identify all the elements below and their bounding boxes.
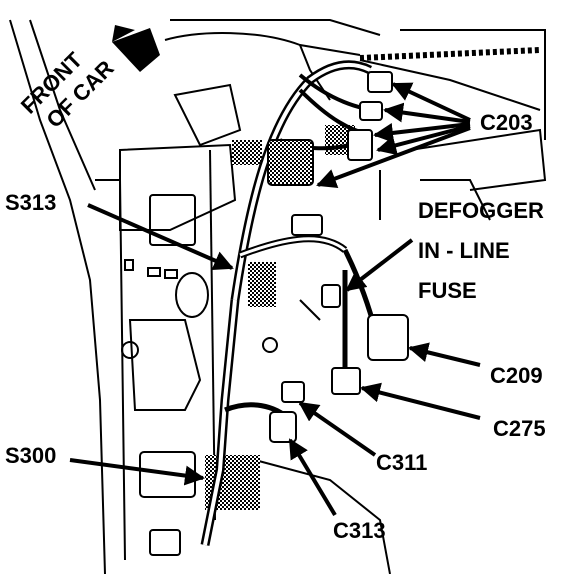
label-defogger-line2: IN - LINE [418,238,510,263]
label-c311: C311 [376,450,428,475]
leader-arrows [69,82,481,517]
vehicle-body-structure [9,19,547,574]
front-of-car-label: FRONT OF CAR [16,47,119,133]
label-defogger-line3: FUSE [418,278,477,303]
connectors [149,71,409,556]
wiring-harness [200,47,541,546]
label-s313: S313 [5,190,57,215]
label-c209: C209 [490,363,543,388]
label-defogger-line1: DEFOGGER [418,198,544,223]
label-c203: C203 [480,110,533,135]
panel-openings [121,194,278,498]
label-s300: S300 [5,443,57,468]
front-of-car-arrow [112,25,160,72]
label-c313: C313 [333,518,386,543]
label-c275: C275 [493,416,546,441]
